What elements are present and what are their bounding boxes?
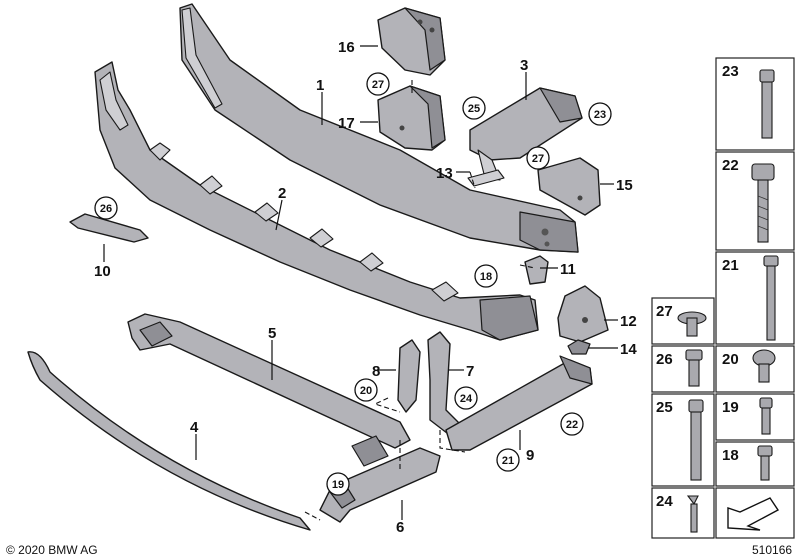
clip-part	[69, 213, 149, 243]
rivet-24-icon	[686, 495, 699, 533]
legend-19-label: 19	[722, 399, 739, 416]
lower-cross-member-part	[127, 313, 411, 467]
callout-11: 11	[560, 261, 576, 278]
callout-16: 16	[338, 39, 355, 56]
bolt-25-icon	[688, 399, 704, 481]
circled-callout-27b: 27	[526, 146, 550, 170]
svg-text:27: 27	[372, 79, 384, 91]
callout-17: 17	[338, 115, 355, 132]
bracket-12-part	[557, 285, 609, 343]
svg-text:25: 25	[468, 103, 480, 115]
screw-18-icon	[757, 445, 773, 481]
svg-text:26: 26	[100, 203, 112, 215]
legend-23-label: 23	[722, 63, 739, 80]
diagram-id-label: 510166	[752, 543, 792, 557]
direction-arrow-icon	[727, 497, 780, 531]
legend-21-label: 21	[722, 257, 739, 274]
callout-10: 10	[94, 263, 111, 280]
callout-13: 13	[436, 165, 453, 182]
circled-callout-25: 25	[462, 96, 486, 120]
nut-14-part	[567, 339, 591, 355]
callout-12: 12	[620, 313, 637, 330]
svg-text:18: 18	[480, 271, 492, 283]
legend-25-label: 25	[656, 399, 673, 416]
screw-27-icon	[677, 311, 707, 337]
circled-callout-23: 23	[588, 102, 612, 126]
bolt-23-icon	[759, 69, 775, 139]
circled-callout-20: 20	[354, 378, 378, 402]
trim-strip-part	[27, 351, 311, 531]
circled-callout-24: 24	[454, 386, 478, 410]
bracket-upper-part	[377, 7, 446, 76]
circled-callout-21: 21	[496, 448, 520, 472]
bumper-carrier-part	[179, 3, 579, 253]
callout-14: 14	[620, 341, 637, 358]
bolt-22-icon	[751, 163, 775, 243]
svg-text:22: 22	[566, 419, 578, 431]
circled-callout-22: 22	[560, 412, 584, 436]
callout-3: 3	[520, 57, 528, 74]
circled-callout-26: 26	[94, 196, 118, 220]
callout-8: 8	[372, 363, 380, 380]
callout-4: 4	[190, 419, 199, 436]
legend-18-label: 18	[722, 447, 739, 464]
svg-text:19: 19	[332, 479, 344, 491]
callout-6: 6	[396, 519, 404, 536]
side-bracket-part	[537, 157, 601, 216]
legend-26-label: 26	[656, 351, 673, 368]
deformation-element-part	[469, 87, 583, 181]
plate-part	[467, 169, 505, 187]
svg-text:27: 27	[532, 153, 544, 165]
impact-absorber-part	[94, 61, 539, 341]
fastener-legend: 23 22 21 27 20	[651, 57, 795, 539]
svg-text:24: 24	[460, 393, 473, 405]
screw-19-icon	[759, 397, 773, 435]
callout-1: 1	[316, 77, 324, 94]
legend-27-label: 27	[656, 303, 673, 320]
screw-20-icon	[752, 349, 776, 383]
callout-5: 5	[268, 325, 276, 342]
legend-24-label: 24	[656, 493, 673, 510]
strut-8-part	[397, 339, 421, 413]
copyright-label: © 2020 BMW AG	[6, 543, 98, 557]
svg-text:23: 23	[594, 109, 606, 121]
circled-callout-19: 19	[326, 472, 350, 496]
callout-2: 2	[278, 185, 286, 202]
legend-22-label: 22	[722, 157, 739, 174]
circled-callout-27a: 27	[366, 72, 390, 96]
callout-7: 7	[466, 363, 474, 380]
legend-20-label: 20	[722, 351, 739, 368]
svg-text:20: 20	[360, 385, 372, 397]
bolt-21-icon	[763, 255, 779, 341]
bracket-lower-part	[377, 85, 446, 151]
screw-26-icon	[685, 349, 703, 387]
callout-15: 15	[616, 177, 633, 194]
part-11	[524, 255, 549, 285]
lower-side-bracket-9-part	[445, 355, 593, 451]
callout-9: 9	[526, 447, 534, 464]
svg-text:21: 21	[502, 455, 514, 467]
circled-callout-18: 18	[474, 264, 498, 288]
